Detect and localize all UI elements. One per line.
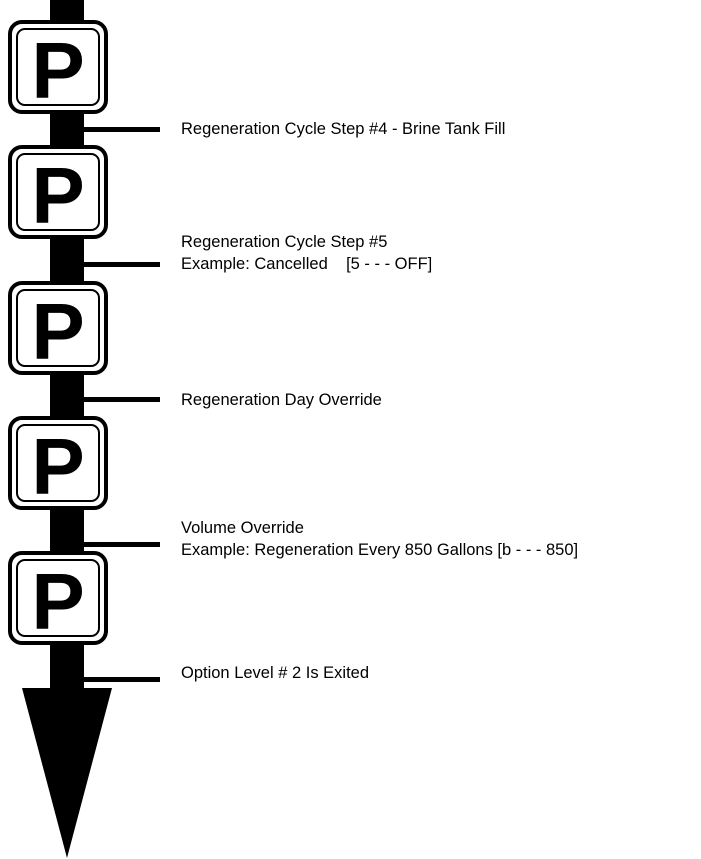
p-key-icon: P — [8, 281, 108, 376]
exit-label: Option Level # 2 Is Exited — [181, 664, 370, 682]
day-override-label: Regeneration Day Override — [181, 391, 382, 409]
leader-line — [80, 677, 160, 682]
step-5-example: Example: Cancelled [5 - - - OFF] — [181, 255, 433, 273]
svg-text:P: P — [31, 151, 84, 240]
step-5-label: Regeneration Cycle Step #5 — [181, 233, 388, 251]
leader-line — [80, 397, 160, 402]
p-key-icon: P — [8, 20, 108, 115]
step-4-label: Regeneration Cycle Step #4 - Brine Tank … — [181, 120, 506, 138]
volume-override-label: Volume Override — [181, 519, 304, 537]
p-key-icon: P — [8, 551, 108, 646]
svg-text:P: P — [31, 557, 84, 646]
down-arrow-icon — [22, 688, 112, 858]
leader-line — [80, 262, 160, 267]
volume-override-example: Example: Regeneration Every 850 Gallons … — [181, 541, 579, 559]
svg-text:P: P — [31, 26, 84, 115]
leader-line — [80, 542, 160, 547]
svg-text:P: P — [31, 422, 84, 511]
p-key-icon: P — [8, 145, 108, 240]
leader-line — [80, 127, 160, 132]
p-key-icon: P — [8, 416, 108, 511]
svg-text:P: P — [31, 287, 84, 376]
